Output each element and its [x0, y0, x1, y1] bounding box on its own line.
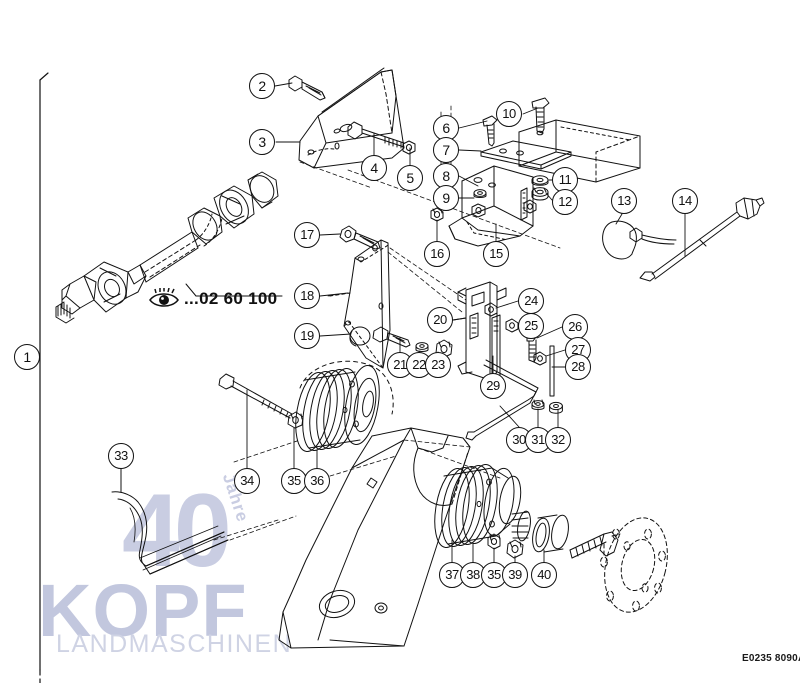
callout-15[interactable]: 15 [483, 241, 509, 267]
washer-nut-stack [531, 175, 549, 201]
v-belt-pulley-upper [295, 360, 394, 452]
callout-29[interactable]: 29 [480, 373, 506, 399]
washer-24 [484, 302, 498, 317]
side-plate-18 [329, 239, 391, 369]
adjuster-plate-29 [452, 281, 507, 388]
hex-nut-5 [402, 140, 416, 155]
callout-13[interactable]: 13 [611, 188, 637, 214]
callout-28[interactable]: 28 [565, 354, 591, 380]
callout-36[interactable]: 36 [304, 468, 330, 494]
callout-1[interactable]: 1 [14, 344, 40, 370]
washer-22 [415, 342, 429, 352]
callout-leaders [39, 82, 686, 563]
callout-23[interactable]: 23 [425, 352, 451, 378]
cable-tie-13 [602, 220, 677, 260]
callout-12[interactable]: 12 [552, 189, 578, 215]
callout-4[interactable]: 4 [361, 155, 387, 181]
callout-26[interactable]: 26 [562, 314, 588, 340]
callout-5[interactable]: 5 [397, 165, 423, 191]
hex-nut-9 [471, 203, 486, 218]
spacer-sleeve-40 [532, 514, 569, 553]
callout-33[interactable]: 33 [108, 443, 134, 469]
belt-guard-shield [277, 67, 405, 169]
through-bolt-4 [347, 121, 405, 149]
callout-10[interactable]: 10 [496, 101, 522, 127]
hex-bolt-2 [288, 75, 326, 101]
callout-16[interactable]: 16 [424, 241, 450, 267]
bolt-washer-nut-group [372, 326, 453, 359]
callout-34[interactable]: 34 [234, 468, 260, 494]
cover-plate-box [518, 119, 641, 183]
washer-11 [531, 175, 549, 186]
callout-19[interactable]: 19 [294, 323, 320, 349]
callout-20[interactable]: 20 [427, 307, 453, 333]
eye-icon [149, 288, 179, 307]
washer-25 [505, 318, 519, 333]
washer-27 [533, 351, 547, 366]
bushing-19 [349, 326, 371, 347]
callout-3[interactable]: 3 [249, 129, 275, 155]
callout-40[interactable]: 40 [531, 562, 557, 588]
callout-2[interactable]: 2 [249, 73, 275, 99]
drawing-number: E0235 8090A1 [742, 653, 800, 664]
callout-38[interactable]: 38 [460, 562, 486, 588]
reference-eye-label: ...02 60 100 [148, 288, 277, 310]
callout-14[interactable]: 14 [672, 188, 698, 214]
callout-35[interactable]: 35 [481, 562, 507, 588]
callout-24[interactable]: 24 [518, 288, 544, 314]
screw-6 [482, 115, 498, 147]
v-belt-pulley-lower [434, 464, 531, 548]
tension-rod-14 [639, 197, 765, 282]
callout-7[interactable]: 7 [433, 137, 459, 163]
callout-8[interactable]: 8 [433, 163, 459, 189]
mounting-bracket-15 [448, 165, 537, 247]
washer-35-lower [487, 533, 501, 550]
washer-31 [531, 399, 545, 410]
washer-5-lower [523, 199, 537, 214]
swing-arm [278, 427, 471, 649]
callout-35[interactable]: 35 [281, 468, 307, 494]
dowel-pin-28 [549, 345, 555, 397]
reference-number: ...02 60 100 [184, 289, 278, 308]
locknut-12 [531, 187, 549, 201]
washers-8 [473, 189, 487, 198]
callout-18[interactable]: 18 [294, 283, 320, 309]
washer-32 [549, 401, 563, 414]
cover-flange-plate-7 [480, 140, 572, 170]
splined-shaft-flange [569, 517, 668, 613]
screw-10 [531, 97, 550, 134]
linkage-rod-30 [465, 359, 539, 441]
nut-39 [506, 539, 524, 559]
v-belt-33 [111, 468, 229, 575]
callout-6[interactable]: 6 [433, 115, 459, 141]
long-bolt-34 [218, 373, 293, 419]
callout-39[interactable]: 39 [502, 562, 528, 588]
callout-32[interactable]: 32 [545, 427, 571, 453]
callout-9[interactable]: 9 [433, 185, 459, 211]
assembly-frame-line [39, 72, 49, 683]
projection-lines [213, 105, 561, 541]
callout-25[interactable]: 25 [518, 313, 544, 339]
callout-17[interactable]: 17 [294, 222, 320, 248]
pto-driveshaft [55, 171, 283, 324]
